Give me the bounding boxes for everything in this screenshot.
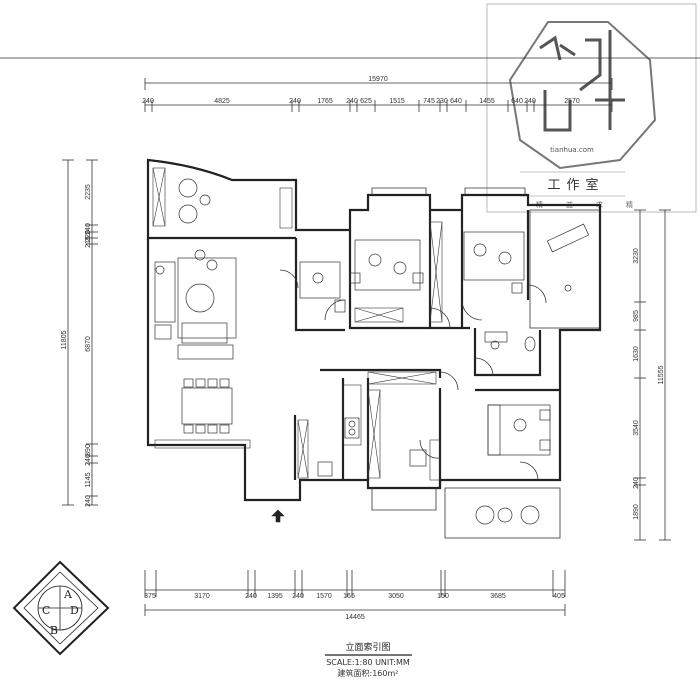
bathroom-fixtures xyxy=(299,261,536,352)
index-label-c: C xyxy=(42,604,50,617)
right-dim-3: 1630 xyxy=(633,346,640,362)
balcony-desk xyxy=(546,223,590,292)
top-dim-4: 1765 xyxy=(317,98,333,105)
bottom-dim-6: 1570 xyxy=(316,593,332,600)
right-dim-6: 1890 xyxy=(633,504,640,520)
index-label-a: A xyxy=(63,588,73,601)
left-total-dim: 11805 xyxy=(61,330,68,349)
index-label-b: B xyxy=(50,624,58,637)
left-dim-5: 6870 xyxy=(85,336,92,352)
bottom-dim-7: 165 xyxy=(343,593,355,600)
top-dim-2: 4825 xyxy=(214,98,230,105)
bottom-total-dim: 14465 xyxy=(345,614,365,621)
wall-bath-1 xyxy=(294,238,345,332)
bay-window-2 xyxy=(464,187,526,195)
top-dim-9: 230 xyxy=(436,98,448,105)
kitchen-fixtures xyxy=(317,417,360,477)
left-dim-7: 240 xyxy=(85,454,92,466)
left-dim-6: 390 xyxy=(85,444,92,456)
top-dim-6: 625 xyxy=(360,98,372,105)
right-dim-2: 985 xyxy=(633,310,640,322)
wall-bath-2 xyxy=(473,328,542,377)
bottom-dim-9: 150 xyxy=(437,593,449,600)
top-dim-8: 745 xyxy=(423,98,435,105)
door-swings xyxy=(279,269,547,481)
wall-bedroom-2 xyxy=(348,230,430,330)
wardrobe-hatching xyxy=(152,167,443,481)
left-dim-2: 240 xyxy=(85,223,92,235)
master-bed xyxy=(487,404,551,456)
elevation-index-symbol: A B C D xyxy=(12,560,110,656)
dining-table xyxy=(181,378,233,434)
bottom-dim-5: 240 xyxy=(292,593,304,600)
left-dim-8: 1145 xyxy=(85,472,92,487)
bay-window-1 xyxy=(371,187,427,195)
top-dim-11: 1455 xyxy=(479,98,495,105)
bottom-dim-11: 405 xyxy=(553,593,565,600)
bottom-dim-4: 1395 xyxy=(267,593,283,600)
bottom-dim-8: 3050 xyxy=(388,593,404,600)
left-dim-3: 220 xyxy=(85,230,92,242)
wall-corridor xyxy=(320,368,442,378)
area-line: 建筑面积:160m² xyxy=(338,668,399,678)
drawing-title: 立面索引图 xyxy=(345,641,390,653)
outer-wall xyxy=(146,158,602,502)
bay-window-3 xyxy=(371,488,437,511)
left-dim-9: 240 xyxy=(85,495,92,507)
right-balcony xyxy=(529,209,601,329)
left-dimension-chain: 11805 2235 240 220 215 6870 390 240 1145… xyxy=(61,159,98,507)
watermark-site-text: tianhua.com xyxy=(550,146,594,154)
index-diamond-outer xyxy=(12,560,110,656)
bottom-dimension-chain: 375 3170 240 1395 240 1570 165 3050 150 … xyxy=(144,570,566,621)
left-dim-4: 215 xyxy=(85,236,92,248)
right-dim-1: 3230 xyxy=(633,248,640,264)
bedroom-2-bed xyxy=(349,239,424,291)
top-dim-10: 640 xyxy=(450,98,462,105)
top-dim-1: 240 xyxy=(142,98,154,105)
bottom-dim-2: 3170 xyxy=(194,593,210,600)
right-dimension-chain: 3230 985 1630 3540 240 1890 11555 xyxy=(633,209,671,541)
watermark-studio: 工作室 xyxy=(547,177,604,193)
top-dim-12: 640 xyxy=(511,98,523,105)
living-room-furniture xyxy=(154,249,237,360)
title-block: 立面索引图 SCALE:1:80 UNIT:MM 建筑面积:160m² xyxy=(325,641,412,678)
watermark: tianhua.com 工作室 精 益 求 精 xyxy=(486,3,697,213)
top-dim-14: 2570 xyxy=(564,98,580,105)
top-dim-7: 1515 xyxy=(389,98,405,105)
bottom-balcony-chairs xyxy=(475,505,540,525)
bottom-dim-10: 3685 xyxy=(490,593,506,600)
watermark-seal-outline xyxy=(508,21,657,170)
right-dim-5: 240 xyxy=(633,477,640,489)
bottom-dim-1: 375 xyxy=(144,593,156,600)
watermark-logo-glyph xyxy=(539,30,625,132)
bottom-balcony xyxy=(444,487,561,539)
scale-line: SCALE:1:80 UNIT:MM xyxy=(326,658,410,667)
top-dim-3: 240 xyxy=(289,98,301,105)
top-dimension-chain: 15970 240 4825 240 1765 240 625 1515 745… xyxy=(142,76,613,112)
floor-plan xyxy=(146,158,602,539)
entry-arrow-icon xyxy=(271,509,285,523)
study-chair xyxy=(409,449,427,467)
watermark-frame xyxy=(486,3,697,213)
balcony-furniture xyxy=(178,178,211,224)
left-dim-1: 2235 xyxy=(85,184,92,200)
watermark-motto-4: 精 xyxy=(626,200,633,209)
top-dim-13: 240 xyxy=(524,98,536,105)
top-dim-5: 240 xyxy=(346,98,358,105)
index-diamond-inner xyxy=(23,571,99,645)
top-total-dim: 15970 xyxy=(368,76,388,83)
right-total-dim: 11555 xyxy=(658,365,665,384)
index-label-d: D xyxy=(70,604,79,617)
bedroom-3-bed xyxy=(463,231,525,294)
right-dim-4: 3540 xyxy=(633,420,640,436)
bottom-dim-3: 240 xyxy=(245,593,257,600)
